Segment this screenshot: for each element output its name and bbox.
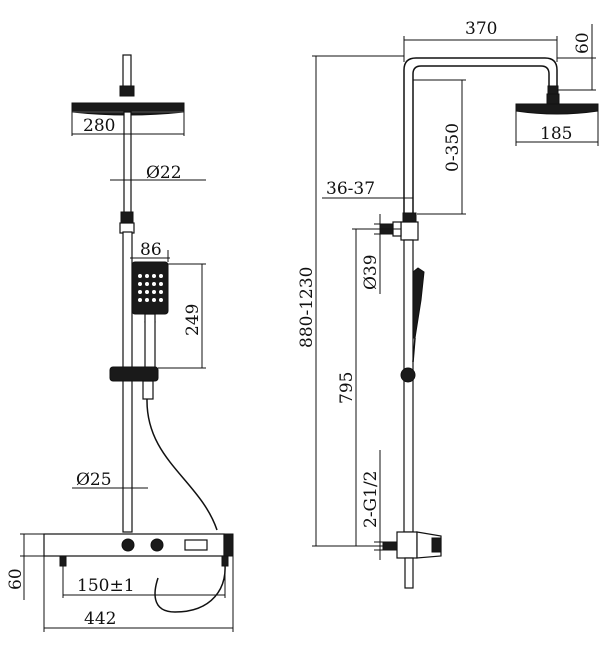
dim-side-head-width: 185 <box>540 124 572 144</box>
dim-arm-adjust: 0-350 <box>443 123 463 172</box>
hand-shower-nozzles <box>138 274 163 302</box>
hose-connector <box>142 380 154 400</box>
side-mixer-body <box>396 531 418 559</box>
dim-handset-length: 249 <box>183 304 203 336</box>
dim-head-width: 280 <box>83 116 115 136</box>
dim-arm-rise: 60 <box>573 32 593 54</box>
mixer-display <box>184 539 208 551</box>
side-arm-outer <box>403 57 558 214</box>
side-slide-holder <box>400 367 416 383</box>
dim-mixer-width: 442 <box>84 609 116 629</box>
dim-inlet-spacing: 150±1 <box>77 576 135 596</box>
dim-overall-height: 880-1230 <box>297 267 317 348</box>
hose <box>146 398 218 531</box>
dim-arm-diameter: Ø22 <box>146 163 182 183</box>
side-coupling-sleeve <box>400 221 419 241</box>
side-arm-inner <box>412 65 550 214</box>
mixer-knob-left <box>121 538 135 552</box>
inlet-right <box>221 555 229 567</box>
side-inlet <box>382 541 398 551</box>
dim-riser-length: 795 <box>337 372 357 404</box>
dim-pipe-diameter: Ø25 <box>76 470 112 490</box>
head-ball-joint <box>119 85 135 97</box>
hand-shower-head <box>131 261 169 315</box>
side-head-joint <box>547 85 559 95</box>
front-view: 280 Ø22 86 249 Ø25 60 150±1 442 <box>6 54 234 632</box>
front-upper-pipe <box>123 111 132 215</box>
dim-mixer-height: 60 <box>6 568 26 590</box>
inlet-left <box>59 555 67 567</box>
mixer-end-cap <box>223 533 234 557</box>
side-hand-shower <box>412 267 425 339</box>
side-outlet <box>404 557 414 589</box>
hand-shower-handle <box>144 313 156 371</box>
hose-loop <box>154 555 226 613</box>
mixer-knob-right <box>150 538 164 552</box>
dim-arm-reach: 370 <box>465 19 497 39</box>
side-riser-pipe <box>403 239 414 533</box>
front-pipe-coupling <box>120 211 134 225</box>
dim-holder-diameter: Ø39 <box>361 254 381 290</box>
front-riser-pipe <box>122 231 133 533</box>
head-connector <box>122 54 132 88</box>
dim-handset-width: 86 <box>140 240 162 260</box>
dim-bracket-range: 36-37 <box>326 179 375 199</box>
side-view: 370 60 185 0-350 36-37 880-1230 Ø39 <box>297 19 599 589</box>
side-shower-head <box>515 103 599 115</box>
dim-inlet-thread: 2-G1/2 <box>361 471 381 529</box>
slide-holder <box>109 366 159 382</box>
